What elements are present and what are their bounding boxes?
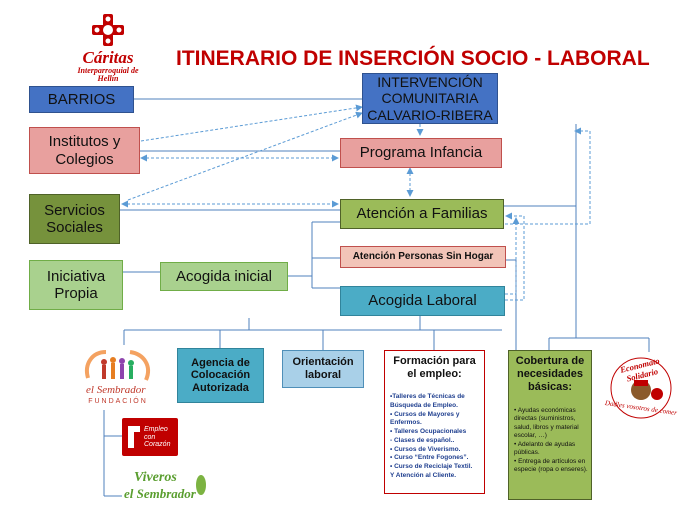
list-item: • Adelanto de ayudas públicas. bbox=[514, 440, 576, 457]
economato-solidario-logo: Economato Solidario Dadles vosotros de c… bbox=[601, 352, 681, 424]
programa-infancia-box: Programa Infancia bbox=[340, 138, 502, 168]
viveros-sembrador-label: el Sembrador bbox=[124, 486, 196, 501]
atencion-sin-hogar-box: Atención Personas Sin Hogar bbox=[340, 246, 506, 268]
empleo-corazon-logo: Empleo con Corazón bbox=[122, 418, 178, 456]
barrios-box: BARRIOS bbox=[29, 86, 134, 113]
fundacion-label: FUNDACIÓN bbox=[88, 398, 148, 405]
intervencion-comunitaria-box: INTERVENCIÓN COMUNITARIA CALVARIO-RIBERA bbox=[362, 73, 498, 124]
list-item: • Ayudas económicas directas (suministro… bbox=[514, 407, 579, 440]
list-item: • Cursos de Viverismo. bbox=[390, 445, 461, 453]
sembrador-fundacion-logo: el Sembrador FUNDACIÓN bbox=[80, 348, 156, 408]
page-title: ITINERARIO DE INSERCIÓN SOCIO - LABORAL bbox=[176, 47, 650, 70]
formacion-title: Formación para el empleo: bbox=[393, 355, 476, 381]
formacion-list: •Talleres de Técnicas de Búsqueda de Emp… bbox=[390, 393, 483, 481]
iniciativa-propia-box: Iniciativa Propia bbox=[29, 260, 123, 310]
orientacion-laboral-box: Orientación laboral bbox=[282, 350, 364, 388]
institutos-box: Institutos y Colegios bbox=[29, 127, 140, 174]
heart-shape-icon bbox=[128, 426, 140, 448]
leaf-icon bbox=[196, 475, 206, 495]
list-item: • Curso “Entre Fogones”. bbox=[390, 454, 469, 462]
list-item: •Talleres de Técnicas de Búsqueda de Emp… bbox=[390, 393, 465, 409]
list-item: Y Atención al Cliente. bbox=[390, 471, 457, 479]
viveros-sembrador-logo: Viveros el Sembrador bbox=[122, 470, 208, 504]
cobertura-list: • Ayudas económicas directas (suministro… bbox=[514, 407, 590, 475]
viveros-label: Viveros bbox=[134, 470, 177, 485]
sembrador-name: el Sembrador bbox=[86, 384, 146, 396]
caritas-name: Cáritas bbox=[82, 48, 134, 67]
list-item: - Clases de español.. bbox=[390, 436, 455, 444]
empleo-label: Empleo con Corazón bbox=[144, 426, 171, 449]
atencion-familias-box: Atención a Familias bbox=[340, 199, 504, 229]
agencia-colocacion-box: Agencia de Colocación Autorizada bbox=[177, 348, 264, 403]
servicios-sociales-box: Servicios Sociales bbox=[29, 194, 120, 244]
list-item: • Entrega de artículos en especie (ropa … bbox=[514, 457, 588, 474]
caritas-cross-icon bbox=[92, 14, 124, 46]
caritas-subtitle: Interparroquial de Hellín bbox=[77, 66, 139, 83]
economato-seal-icon bbox=[610, 357, 672, 419]
list-item: • Cursos de Mayores y Enfermos. bbox=[390, 410, 460, 427]
cobertura-title: Cobertura de necesidades básicas: bbox=[515, 355, 585, 394]
list-item: • Curso de Reciclaje Textil. bbox=[390, 463, 473, 471]
acogida-laboral-box: Acogida Laboral bbox=[340, 286, 505, 316]
cobertura-necesidades-box: Cobertura de necesidades básicas: • Ayud… bbox=[508, 350, 592, 500]
list-item: • Talleres Ocupacionales bbox=[390, 428, 467, 436]
sembrador-figures-icon bbox=[85, 350, 150, 381]
acogida-inicial-box: Acogida inicial bbox=[160, 262, 288, 291]
formacion-empleo-box: Formación para el empleo: •Talleres de T… bbox=[384, 350, 485, 494]
caritas-logo: Cáritas Interparroquial de Hellín bbox=[62, 12, 154, 83]
